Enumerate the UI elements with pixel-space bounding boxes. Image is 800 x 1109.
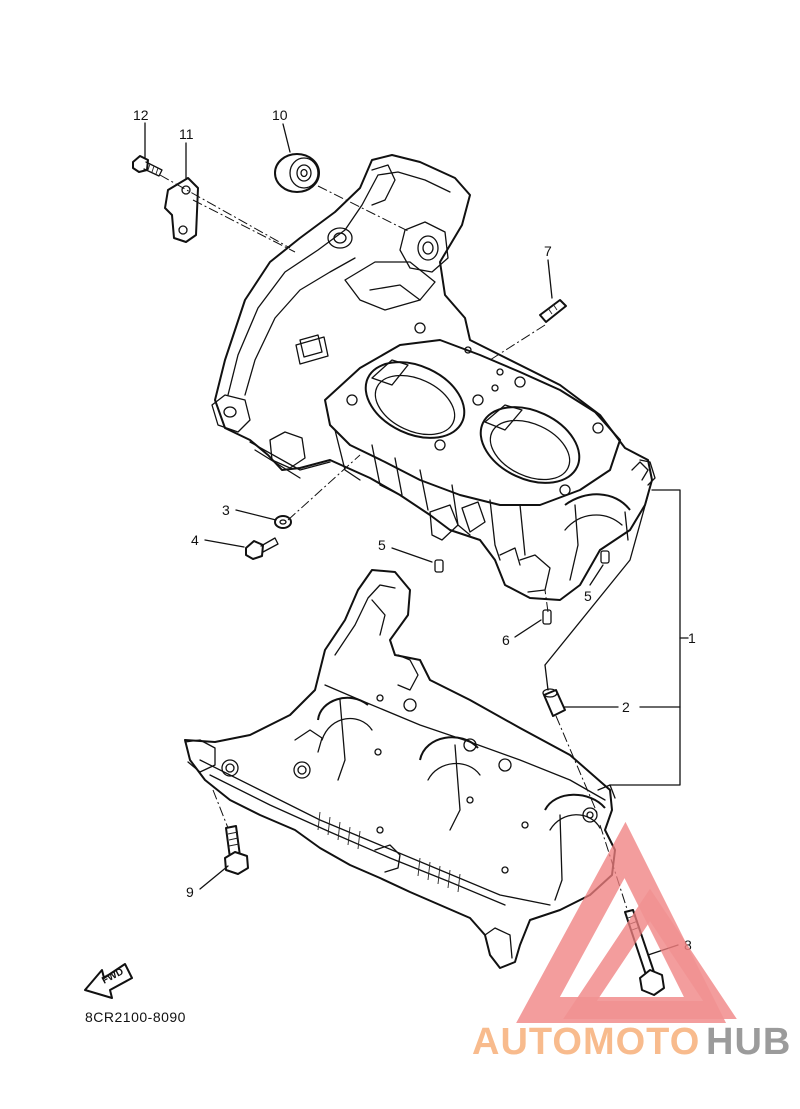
callout-10: 10	[272, 107, 288, 123]
pin-part-6	[542, 609, 552, 625]
bracket-part-11	[164, 177, 199, 243]
callout-7: 7	[544, 243, 552, 259]
lower-crankcase	[184, 569, 616, 969]
callout-5a: 5	[378, 537, 386, 553]
callout-2: 2	[622, 699, 630, 715]
dowel-part-5a	[434, 559, 444, 573]
callout-1: 1	[688, 630, 696, 646]
watermark-brand-part1: AUTOMOTO	[472, 1021, 700, 1063]
callout-labels: 1 2 3 4 5 5 6 7 8 9 10 11 12	[133, 107, 696, 953]
callout-9: 9	[186, 884, 194, 900]
bolt-part-12	[132, 155, 163, 177]
stud-part-7	[539, 299, 567, 323]
bearing-part-10	[274, 153, 320, 193]
callout-8: 8	[684, 937, 692, 953]
callout-3: 3	[222, 502, 230, 518]
automotohub-watermark: AUTOMOTO HUB	[472, 821, 791, 1063]
callout-6: 6	[502, 632, 510, 648]
upper-crankcase	[211, 154, 656, 601]
callout-5b: 5	[584, 588, 592, 604]
bolt-part-4	[245, 537, 279, 560]
watermark-brand-part2: HUB	[706, 1021, 791, 1063]
callout-11: 11	[179, 126, 194, 142]
callout-12: 12	[133, 107, 149, 123]
dowel-part-5b	[600, 550, 610, 564]
part-code: 8CR2100-8090	[85, 1009, 186, 1025]
watermark-triangle-inner	[563, 888, 737, 1019]
washer-part-3	[274, 515, 292, 529]
bolt-part-9	[224, 825, 249, 875]
callout-4: 4	[191, 532, 199, 548]
plug-part-2	[542, 688, 566, 717]
fwd-arrow-icon: FWD	[84, 963, 133, 999]
